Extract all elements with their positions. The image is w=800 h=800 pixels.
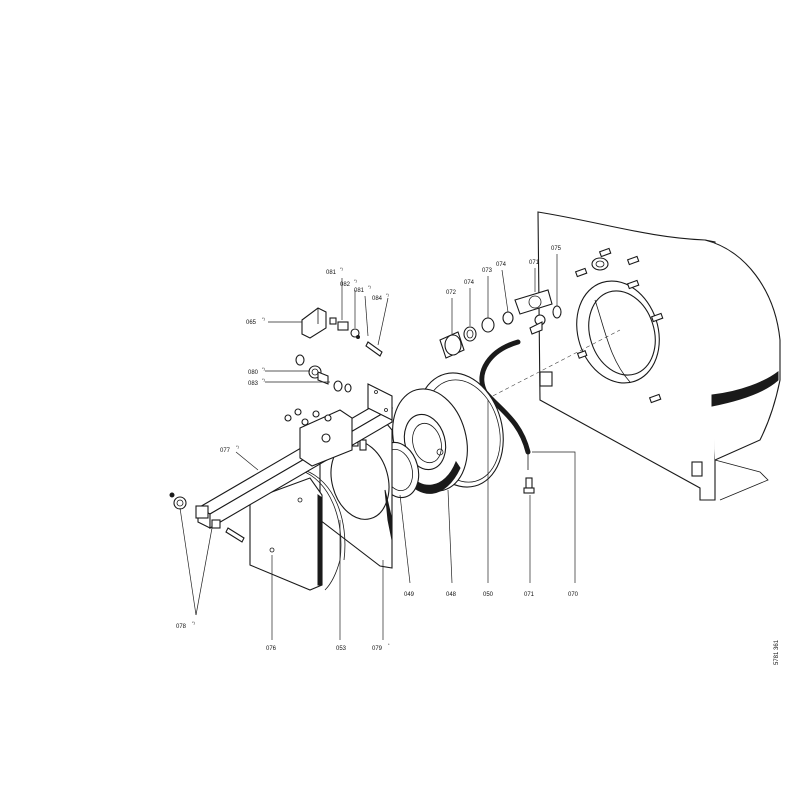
svg-text:*): *) bbox=[236, 444, 240, 449]
label-083: 083 bbox=[248, 381, 259, 387]
svg-text:*): *) bbox=[192, 620, 196, 625]
seal bbox=[299, 469, 342, 591]
svg-text:*): *) bbox=[340, 266, 344, 271]
clamp-block bbox=[299, 409, 353, 467]
label-070: 070 bbox=[568, 592, 579, 598]
label-073: 073 bbox=[482, 268, 493, 274]
pin-parts bbox=[337, 321, 383, 357]
label-065: 065 bbox=[246, 320, 257, 326]
label-079: 079 bbox=[372, 646, 383, 652]
label-075: 075 bbox=[551, 246, 562, 252]
label-074-b: 074 bbox=[496, 262, 507, 268]
svg-text:*): *) bbox=[262, 366, 266, 371]
label-071-upper: 071 bbox=[529, 260, 540, 266]
label-081-a: 081 bbox=[326, 270, 337, 276]
end-screw bbox=[169, 492, 245, 543]
label-049: 049 bbox=[404, 592, 415, 598]
label-081-b: 081 bbox=[354, 288, 365, 294]
label-076: 076 bbox=[266, 646, 277, 652]
svg-text:*): *) bbox=[386, 292, 390, 297]
label-080: 080 bbox=[248, 370, 259, 376]
label-084: 084 bbox=[372, 296, 383, 302]
electrode-parts bbox=[439, 289, 562, 359]
label-078: 078 bbox=[176, 624, 187, 630]
bracket-065 bbox=[301, 307, 337, 339]
svg-text:*): *) bbox=[262, 316, 266, 321]
label-048: 048 bbox=[446, 592, 457, 598]
label-071-lower: 071 bbox=[524, 592, 535, 598]
svg-text:*: * bbox=[388, 642, 390, 647]
cover-plate bbox=[249, 477, 323, 591]
label-077: 077 bbox=[220, 448, 231, 454]
label-050: 050 bbox=[483, 592, 494, 598]
leader-lines bbox=[179, 254, 576, 640]
label-082: 082 bbox=[340, 282, 351, 288]
label-074-a: 074 bbox=[464, 280, 475, 286]
nuts bbox=[284, 408, 332, 426]
bushing-080 bbox=[295, 354, 352, 393]
drawing-reference: 5781 361 bbox=[774, 639, 780, 665]
svg-text:*): *) bbox=[262, 377, 266, 382]
label-072: 072 bbox=[446, 290, 457, 296]
nozzle-lower bbox=[523, 477, 535, 494]
part-labels: 065 *) 077 *) 078 *) 076 053 079 * 049 0… bbox=[176, 246, 579, 652]
svg-text:*): *) bbox=[354, 278, 358, 283]
burner-housing bbox=[537, 211, 781, 501]
housing-studs bbox=[574, 247, 664, 404]
svg-text:*): *) bbox=[368, 284, 372, 289]
label-053: 053 bbox=[336, 646, 347, 652]
